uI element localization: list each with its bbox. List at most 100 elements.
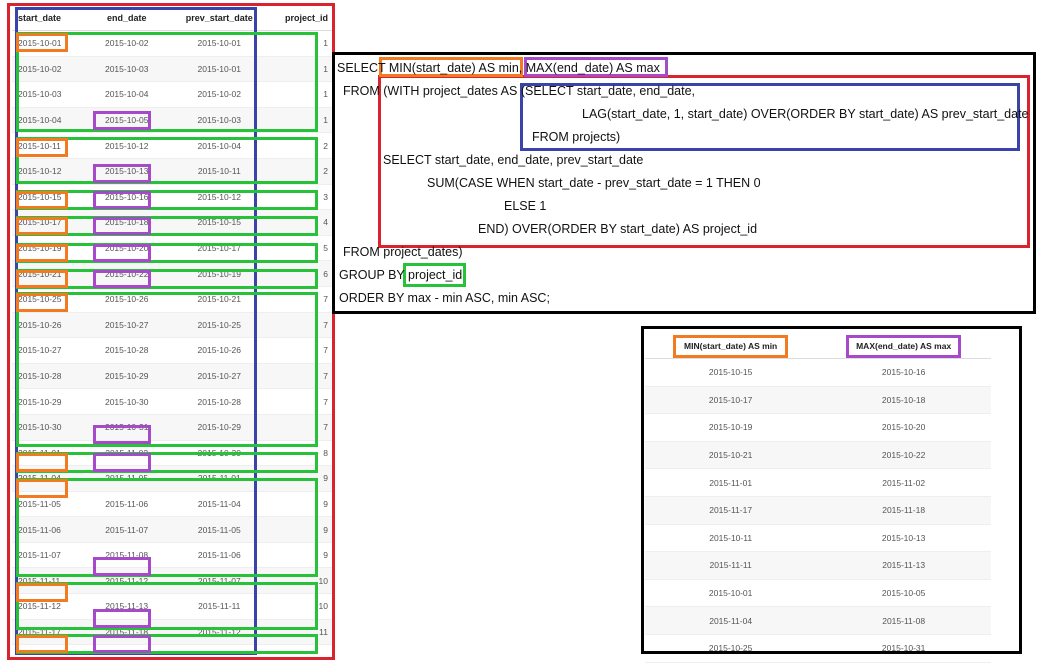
table-cell: 1 — [267, 30, 334, 57]
table-cell: 2015-10-22 — [816, 441, 991, 470]
table-cell: 2015-10-17 — [645, 386, 817, 415]
table-cell: 2015-10-30 — [170, 440, 268, 467]
table-cell: 2015-11-05 — [82, 465, 171, 492]
table-cell: 7 — [267, 337, 334, 364]
table-cell: 2015-10-29 — [170, 414, 268, 441]
table-cell: 2015-10-13 — [82, 158, 171, 185]
sql-line-from-projects: FROM projects) — [532, 130, 621, 144]
table-cell: 2015-10-21 — [170, 286, 268, 313]
column-header: MIN(start_date) AS min — [645, 334, 817, 359]
sql-line-select: SELECT MIN(start_date) AS min, MAX(end_d… — [337, 61, 660, 75]
table-cell: 2015-11-18 — [816, 496, 991, 525]
table-cell: 2015-11-11 — [170, 593, 268, 620]
table-cell: 9 — [267, 491, 334, 518]
sql-line-from-with: FROM (WITH project_dates AS (SELECT star… — [343, 84, 696, 98]
table-cell: 2015-11-07 — [82, 516, 171, 543]
table-cell: 7 — [267, 312, 334, 339]
table-cell: 2015-11-13 — [816, 551, 991, 580]
table-cell: 2015-11-07 — [170, 567, 268, 595]
table-cell: 10 — [267, 593, 334, 620]
table-cell: 2015-11-17 — [645, 496, 817, 525]
table-cell: 2015-10-26 — [12, 312, 83, 339]
table-cell: 2015-11-12 — [170, 619, 268, 646]
sql-line-lag: LAG(start_date, 1, start_date) OVER(ORDE… — [582, 107, 1029, 121]
table-cell: 2015-11-17 — [12, 619, 83, 646]
sql-line-order-by: ORDER BY max - min ASC, min ASC; — [339, 291, 550, 305]
table-cell: 2015-11-04 — [170, 491, 268, 518]
table-cell: 2015-11-04 — [12, 465, 83, 492]
table-cell: 2015-11-07 — [12, 542, 83, 569]
table-cell: 7 — [267, 388, 334, 415]
table-cell: 2015-10-28 — [12, 363, 83, 390]
table-cell: 2015-10-01 — [170, 30, 268, 57]
table-cell: 2015-11-01 — [12, 440, 83, 467]
sql-line-end-over: END) OVER(ORDER BY start_date) AS projec… — [478, 222, 758, 236]
table-cell: 2015-10-01 — [12, 30, 83, 57]
column-header: MAX(end_date) AS max — [816, 334, 991, 359]
table-cell: 2015-10-04 — [170, 132, 268, 159]
table-cell: 7 — [267, 414, 334, 441]
table-cell: 2015-10-17 — [170, 235, 268, 262]
table-cell: 2015-10-01 — [645, 579, 817, 608]
sql-line-group-by: GROUP BY project_id — [339, 268, 463, 282]
table-cell: 5 — [267, 235, 334, 262]
table-header-row: start_date end_date prev_start_date proj… — [12, 6, 334, 31]
table-cell: 2015-10-12 — [12, 158, 83, 185]
table-cell: 2015-10-16 — [82, 184, 171, 211]
table-cell: 2015-11-12 — [12, 593, 83, 620]
sql-query-panel: SELECT MIN(start_date) AS min, MAX(end_d… — [332, 52, 1036, 314]
table-cell: 8 — [267, 440, 334, 467]
table-cell: 2015-10-26 — [82, 286, 171, 313]
table-cell: 2015-11-06 — [12, 516, 83, 543]
table-cell: 2015-10-12 — [170, 184, 268, 211]
table-cell: 2015-10-16 — [816, 358, 991, 387]
table-cell: 2015-11-05 — [12, 491, 83, 518]
table-cell: 2015-10-02 — [170, 81, 268, 108]
table-cell: 2015-11-05 — [170, 516, 268, 543]
table-cell: 2015-10-03 — [12, 81, 83, 108]
table-cell: 2015-11-18 — [82, 619, 171, 646]
table-cell: 2015-10-05 — [816, 579, 991, 608]
table-cell: 2015-10-04 — [82, 81, 171, 108]
table-cell: 2015-10-19 — [645, 413, 817, 442]
table-cell: 2015-10-19 — [170, 260, 268, 287]
table-cell: 2015-10-25 — [12, 286, 83, 313]
table-cell: 2015-10-17 — [12, 209, 83, 236]
result-panel: MIN(start_date) AS min MAX(end_date) AS … — [641, 326, 1022, 663]
table-cell: 2015-10-30 — [82, 388, 171, 415]
column-header: project_id — [267, 6, 334, 31]
table-header-row: MIN(start_date) AS min MAX(end_date) AS … — [645, 334, 991, 359]
table-cell: 2015-10-30 — [12, 414, 83, 441]
table-cell: 2015-10-29 — [82, 363, 171, 390]
table-cell: 2015-10-28 — [170, 388, 268, 415]
table-cell: 2015-10-03 — [82, 56, 171, 83]
table-cell: 2015-10-11 — [12, 132, 83, 159]
table-cell: 2015-10-15 — [12, 184, 83, 211]
table-cell: 2015-10-27 — [82, 312, 171, 339]
table-cell: 2015-10-22 — [82, 260, 171, 287]
table-cell: 2015-10-02 — [12, 56, 83, 83]
sql-line-from-project-dates: FROM project_dates) — [343, 245, 463, 259]
table-cell: 3 — [267, 184, 334, 211]
sql-line-sum-case: SUM(CASE WHEN start_date - prev_start_da… — [427, 176, 761, 190]
table-cell: 2015-10-04 — [12, 107, 83, 134]
table-cell: 2015-10-18 — [82, 209, 171, 236]
table-cell: 2015-11-02 — [816, 468, 991, 497]
table-cell: 2015-10-21 — [12, 260, 83, 287]
